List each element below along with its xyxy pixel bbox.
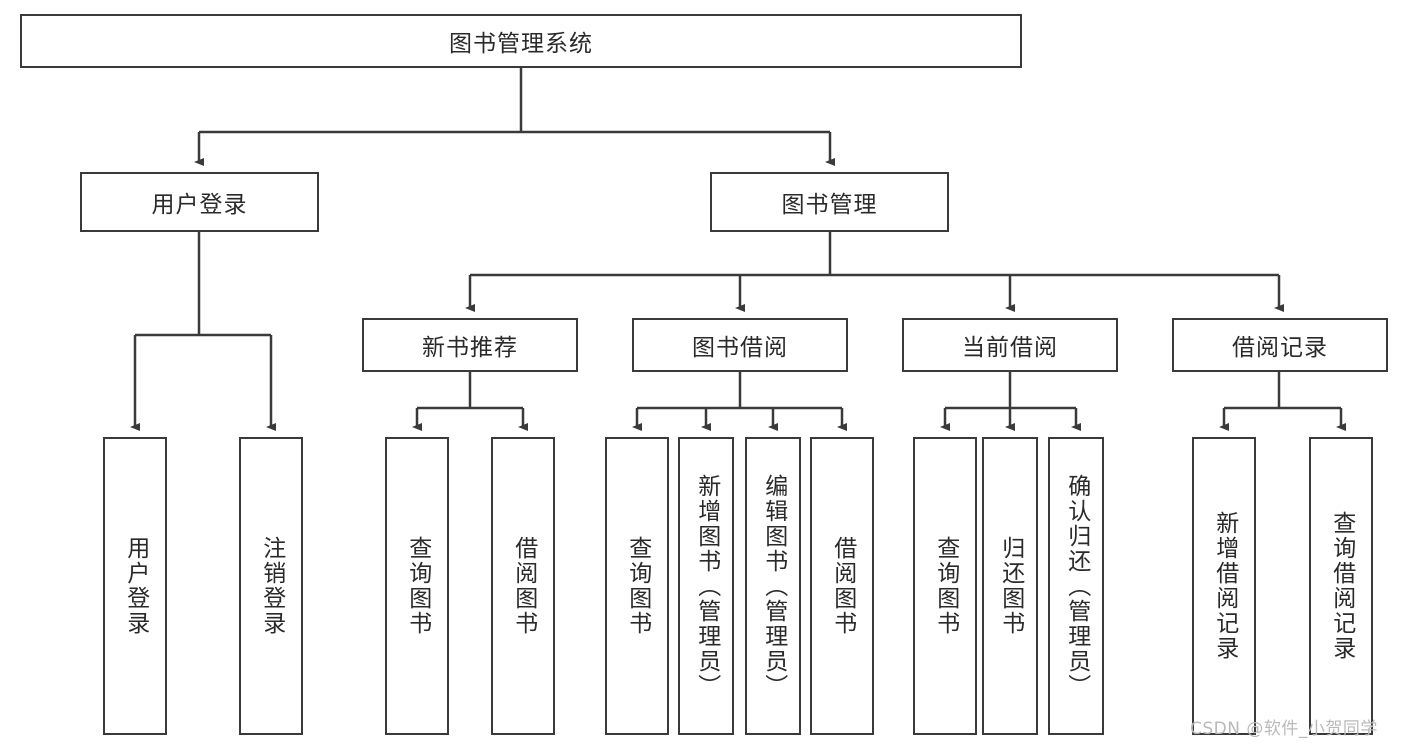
node-label: 当前借阅 <box>962 335 1058 361</box>
node-label: 用户登录 <box>122 536 149 636</box>
node-label: 图书借阅 <box>692 335 788 361</box>
node-label: 查询图书 <box>932 536 959 636</box>
node-label: 借阅记录 <box>1232 335 1328 361</box>
node-label: 新增借阅记录 <box>1211 511 1238 661</box>
leaf-confirm-return[interactable]: 确认归还（管理员） <box>1048 437 1104 735</box>
leaf-return-book[interactable]: 归还图书 <box>982 437 1038 735</box>
leaf-query-borrow-record[interactable]: 查询借阅记录 <box>1309 437 1373 735</box>
node-label: 编辑图书（管理员） <box>760 473 787 699</box>
node-label: 查询图书 <box>404 536 431 636</box>
node-label: 新增图书（管理员） <box>693 473 720 699</box>
leaf-edit-book[interactable]: 编辑图书（管理员） <box>745 437 801 735</box>
node-label: 新书推荐 <box>422 335 518 361</box>
node-label: 借阅图书 <box>510 536 537 636</box>
watermark-text: CSDN @软件_小贺同学 <box>1190 719 1378 739</box>
node-label: 借阅图书 <box>829 536 856 636</box>
leaf-add-book[interactable]: 新增图书（管理员） <box>678 437 734 735</box>
node-label: 用户登录 <box>151 192 248 218</box>
node-book-borrow[interactable]: 图书借阅 <box>632 318 848 372</box>
node-borrow-record[interactable]: 借阅记录 <box>1172 318 1388 372</box>
node-book-manage[interactable]: 图书管理 <box>710 172 949 232</box>
node-root-system[interactable]: 图书管理系统 <box>20 14 1022 68</box>
leaf-borrow-book-recommend[interactable]: 借阅图书 <box>491 437 555 735</box>
leaf-add-borrow-record[interactable]: 新增借阅记录 <box>1192 437 1256 735</box>
node-label: 查询借阅记录 <box>1328 511 1355 661</box>
leaf-user-login[interactable]: 用户登录 <box>103 437 167 735</box>
leaf-query-book-current[interactable]: 查询图书 <box>913 437 977 735</box>
node-label: 注销登录 <box>258 536 285 636</box>
node-label: 查询图书 <box>624 536 651 636</box>
leaf-borrow-book[interactable]: 借阅图书 <box>810 437 874 735</box>
node-new-book-recommend[interactable]: 新书推荐 <box>362 318 578 372</box>
node-label: 确认归还（管理员） <box>1063 473 1090 699</box>
node-current-borrow[interactable]: 当前借阅 <box>902 318 1118 372</box>
node-label: 图书管理系统 <box>449 31 593 57</box>
leaf-query-book-recommend[interactable]: 查询图书 <box>385 437 449 735</box>
node-label: 图书管理 <box>781 192 878 218</box>
node-label: 归还图书 <box>997 536 1024 636</box>
leaf-query-book-borrow[interactable]: 查询图书 <box>605 437 669 735</box>
leaf-logout[interactable]: 注销登录 <box>239 437 303 735</box>
node-user-login[interactable]: 用户登录 <box>80 172 319 232</box>
